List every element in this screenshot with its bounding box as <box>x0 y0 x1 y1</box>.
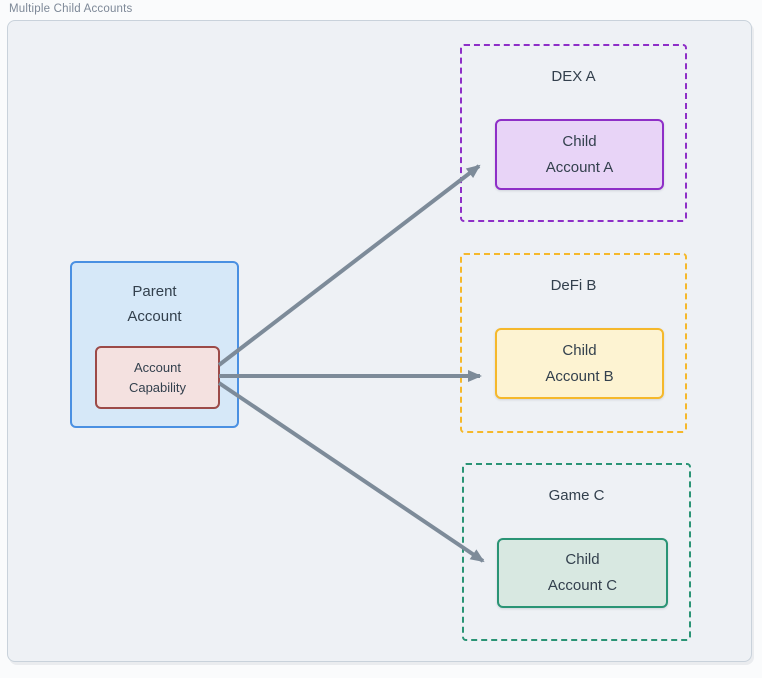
child-c-line2: Account C <box>547 577 618 594</box>
parent-account-node: Parent Account Account Capability <box>70 261 239 428</box>
child-a-line2: Account A <box>545 158 614 176</box>
group-defi-b-label: DeFi B <box>550 277 597 294</box>
child-b-line2: Account B <box>545 367 614 385</box>
child-c-line1: Child <box>565 551 600 568</box>
parent-account-label: Parent Account <box>72 279 237 329</box>
arrow-to-child-a-icon <box>217 164 481 367</box>
child-account-b-node: Child Account B <box>495 328 664 399</box>
group-defi-b: DeFi B Child Account B <box>460 253 687 433</box>
group-dex-a-label: DEX A <box>551 68 596 85</box>
group-game-c-label: Game C <box>548 487 605 504</box>
account-capability-node: Account Capability <box>95 346 220 409</box>
child-b-line1: Child <box>562 341 597 359</box>
arrow-to-child-c-icon <box>217 381 485 563</box>
capability-label-line2: Capability <box>128 379 187 395</box>
child-account-a-node: Child Account A <box>495 119 664 190</box>
group-dex-a: DEX A Child Account A <box>460 44 687 222</box>
diagram-canvas: Parent Account Account Capability DEX A … <box>7 20 752 662</box>
parent-label-line1: Parent <box>132 283 177 300</box>
child-account-c-node: Child Account C <box>497 538 668 608</box>
parent-label-line2: Account <box>127 308 182 325</box>
capability-label-line1: Account <box>134 359 181 375</box>
group-game-c: Game C Child Account C <box>462 463 691 641</box>
child-a-line1: Child <box>562 132 597 150</box>
diagram-title: Multiple Child Accounts <box>9 3 133 15</box>
